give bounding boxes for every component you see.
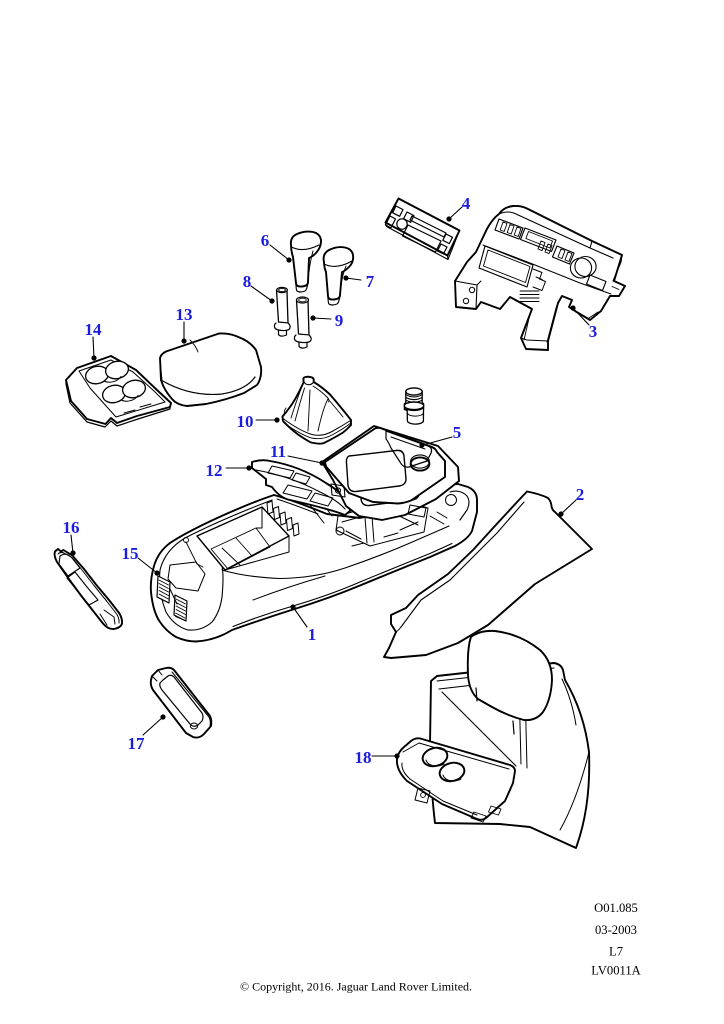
svg-text:7: 7 <box>366 272 375 291</box>
svg-text:2: 2 <box>576 485 585 504</box>
svg-text:15: 15 <box>122 544 139 563</box>
svg-text:17: 17 <box>128 734 146 753</box>
svg-text:11: 11 <box>270 442 286 461</box>
svg-text:14: 14 <box>85 320 103 339</box>
svg-text:12: 12 <box>206 461 223 480</box>
svg-text:9: 9 <box>335 311 344 330</box>
svg-text:3: 3 <box>589 322 598 341</box>
svg-text:03-2003: 03-2003 <box>595 923 637 937</box>
svg-text:13: 13 <box>176 305 193 324</box>
svg-text:© Copyright, 2016. Jaguar Land: © Copyright, 2016. Jaguar Land Rover Lim… <box>240 980 472 994</box>
svg-text:18: 18 <box>355 748 372 767</box>
svg-text:6: 6 <box>261 231 270 250</box>
svg-text:4: 4 <box>462 194 471 213</box>
svg-text:O01.085: O01.085 <box>594 901 638 915</box>
svg-text:10: 10 <box>237 412 254 431</box>
svg-text:LV0011A: LV0011A <box>591 964 640 978</box>
svg-text:L7: L7 <box>609 945 623 959</box>
svg-text:1: 1 <box>308 625 317 644</box>
svg-text:8: 8 <box>243 272 252 291</box>
svg-text:16: 16 <box>63 518 80 537</box>
svg-text:5: 5 <box>453 423 462 442</box>
